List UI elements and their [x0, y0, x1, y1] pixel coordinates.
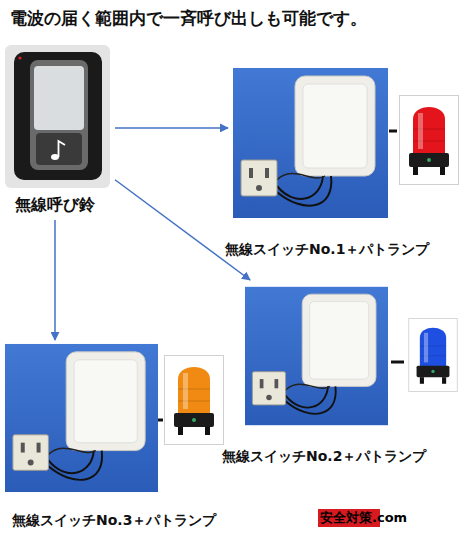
call-bell: 無線呼び鈴 [5, 45, 115, 220]
node-label: 無線スイッチNo.2＋パトランプ [222, 448, 462, 465]
node-label: 無線スイッチNo.3＋パトランプ [12, 512, 243, 529]
signal-arrow [54, 220, 56, 340]
joiner-bar [158, 131, 404, 420]
wireless-switch: 無線スイッチNo.2＋パトランプ [222, 280, 462, 470]
signal-arrow [115, 127, 228, 129]
call-bell-photo [5, 45, 110, 188]
watermark: 安全対策.com [318, 509, 409, 527]
diagram-title: 電波の届く範囲内で一斉呼び出しも可能です。 [10, 8, 460, 30]
wireless-switch: 無線スイッチNo.3＋パトランプ [3, 340, 243, 535]
node-label: 無線呼び鈴 [15, 195, 115, 214]
signal-arrow [115, 180, 250, 280]
switch-photo [5, 68, 388, 492]
node-label: 無線スイッチNo.1＋パトランプ [225, 241, 461, 258]
wireless-switch: 無線スイッチNo.1＋パトランプ [228, 66, 464, 262]
patrol-lamp [165, 96, 459, 445]
